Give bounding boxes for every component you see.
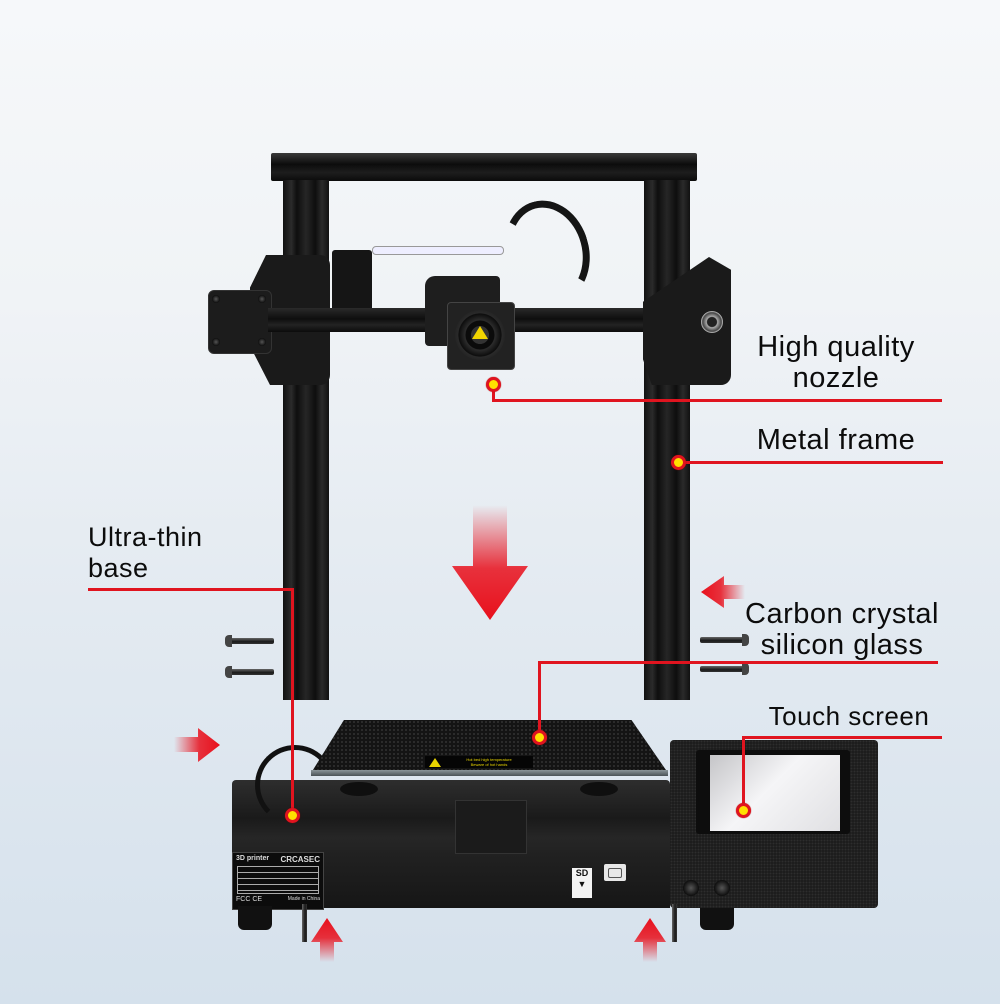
sd-label: SD bbox=[575, 868, 589, 878]
right-arrow-icon bbox=[174, 728, 220, 762]
control-knob[interactable] bbox=[683, 880, 699, 896]
foot bbox=[238, 906, 272, 930]
warning-triangle-icon bbox=[472, 326, 488, 339]
callout-dot-base bbox=[285, 808, 300, 823]
callout-line-screen bbox=[742, 736, 942, 739]
callout-frame-line1: Metal frame bbox=[756, 424, 916, 456]
screw-icon bbox=[258, 295, 266, 303]
screw-icon bbox=[212, 295, 220, 303]
nameplate-marks: FCC CE bbox=[236, 896, 263, 903]
left-arrow-icon bbox=[701, 576, 745, 608]
callout-line-glass bbox=[538, 661, 541, 733]
callout-line-nozzle bbox=[492, 399, 942, 402]
extruder-motor bbox=[332, 250, 372, 312]
down-triangle-icon: ▼ bbox=[577, 879, 587, 889]
callout-line-base bbox=[291, 588, 294, 811]
sd-card-slot: SD ▼ bbox=[572, 868, 592, 898]
callout-label-screen: Touch screen bbox=[754, 701, 944, 732]
screw-icon bbox=[212, 338, 220, 346]
bed-warning-sticker: Hot bed high temperature Beware of hot h… bbox=[425, 756, 533, 768]
up-arrow-icon bbox=[311, 918, 343, 962]
y-carriage bbox=[455, 800, 527, 854]
nameplate-title: 3D printer bbox=[236, 855, 270, 862]
bed-warning-line2: Beware of hot hands bbox=[470, 762, 508, 767]
warning-triangle-icon bbox=[429, 757, 441, 767]
screw-icon bbox=[225, 635, 274, 647]
callout-dot-glass bbox=[532, 730, 547, 745]
callout-glass-line1: Carbon crystal bbox=[745, 598, 939, 630]
down-arrow-icon bbox=[452, 505, 528, 620]
right-upright bbox=[644, 180, 690, 700]
callout-base-line1: Ultra-thin bbox=[88, 522, 203, 552]
nameplate-brand: CRCASEC bbox=[280, 855, 320, 864]
callout-label-glass: Carbon crystal silicon glass bbox=[733, 599, 951, 661]
callout-label-frame: Metal frame bbox=[738, 425, 934, 456]
callout-line-glass bbox=[538, 661, 938, 664]
screw-icon bbox=[225, 666, 274, 678]
callout-dot-nozzle bbox=[486, 377, 501, 392]
bed-leveling-knob bbox=[340, 782, 378, 796]
bed-warning-line1: Hot bed high temperature bbox=[466, 757, 512, 762]
callout-label-base: Ultra-thin base bbox=[88, 522, 203, 584]
bed-leveling-knob bbox=[580, 782, 618, 796]
callout-dot-screen bbox=[736, 803, 751, 818]
foot bbox=[700, 906, 734, 930]
base-cables bbox=[255, 745, 335, 825]
screw-icon bbox=[302, 904, 307, 942]
control-knob[interactable] bbox=[714, 880, 730, 896]
callout-line-screen bbox=[742, 736, 745, 806]
callout-glass-line2: silicon glass bbox=[760, 629, 924, 661]
nameplate-origin: Made in China bbox=[287, 896, 320, 902]
callout-nozzle-line2: nozzle bbox=[792, 362, 880, 394]
nameplate: 3D printer CRCASEC FCC CE Made in China bbox=[232, 852, 324, 910]
filament-tube bbox=[372, 246, 504, 255]
callout-screen-line1: Touch screen bbox=[768, 701, 930, 731]
callout-nozzle-line1: High quality bbox=[757, 331, 915, 363]
idler-wheel bbox=[701, 311, 723, 333]
callout-label-nozzle: High quality nozzle bbox=[738, 332, 934, 394]
bed-edge bbox=[311, 770, 668, 776]
up-arrow-icon bbox=[634, 918, 666, 962]
callout-line-frame bbox=[677, 461, 943, 464]
usb-port bbox=[604, 864, 626, 881]
screw-icon bbox=[672, 904, 677, 942]
screw-icon bbox=[258, 338, 266, 346]
callout-dot-frame bbox=[671, 455, 686, 470]
callout-base-line2: base bbox=[88, 553, 149, 583]
top-frame-bar bbox=[271, 153, 697, 181]
callout-line-nozzle bbox=[492, 385, 495, 402]
callout-line-base bbox=[88, 588, 293, 591]
touch-screen[interactable] bbox=[696, 750, 850, 834]
